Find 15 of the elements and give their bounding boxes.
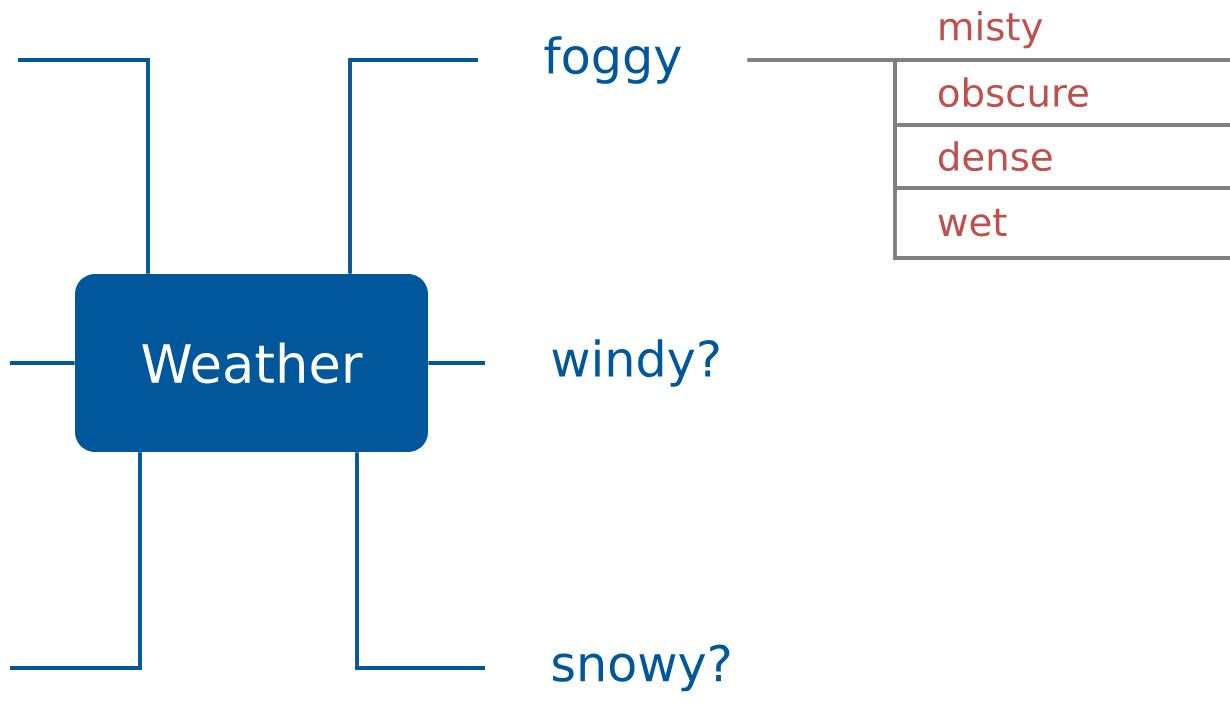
connector-line bbox=[355, 452, 485, 670]
connector-line bbox=[428, 361, 485, 365]
sub-label: dense bbox=[939, 141, 1052, 172]
sub-label: misty bbox=[940, 10, 1043, 49]
topic-box: Weather bbox=[75, 274, 428, 452]
leader-line bbox=[18, 58, 150, 274]
branch-label: snowy? bbox=[553, 644, 730, 692]
branch-label: foggy bbox=[544, 36, 681, 84]
connector-line bbox=[348, 58, 478, 274]
branch-label: windy? bbox=[552, 339, 719, 387]
sub-label: wet bbox=[938, 208, 1007, 237]
leader-line bbox=[10, 452, 142, 670]
connector-line bbox=[747, 58, 933, 260]
leader-line bbox=[10, 361, 75, 365]
sub-label: obscure bbox=[939, 77, 1088, 108]
